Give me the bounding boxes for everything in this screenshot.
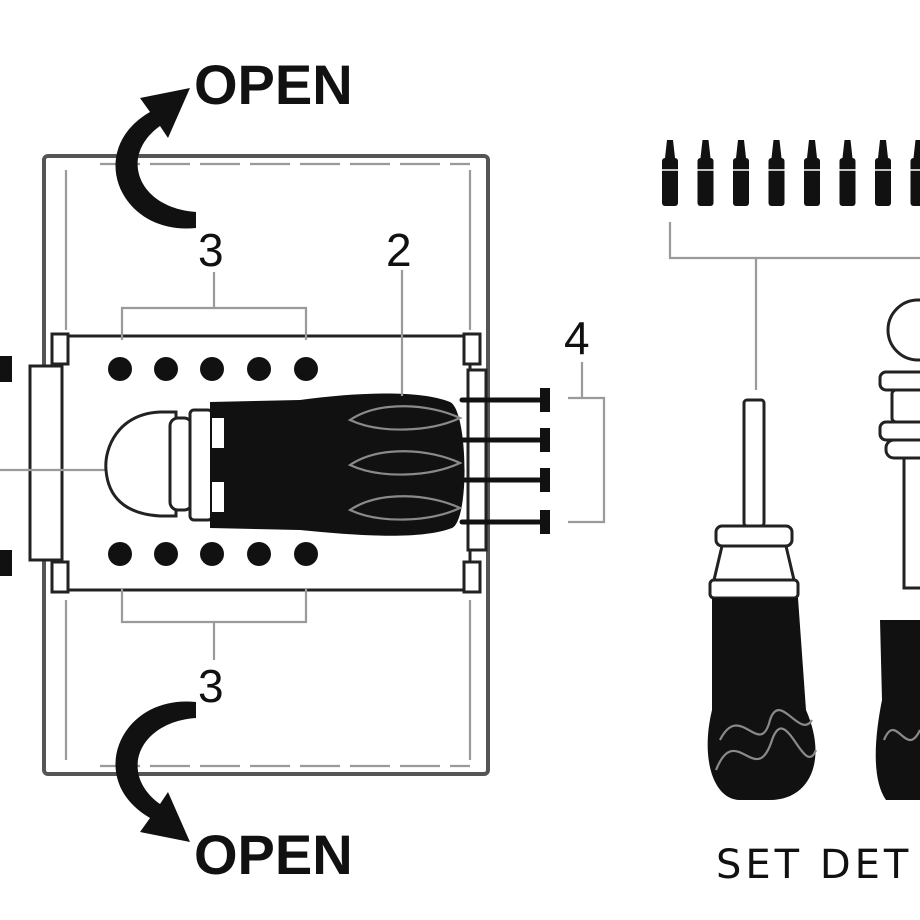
bit-hole xyxy=(294,357,318,381)
callout-label-4: 4 xyxy=(564,312,590,364)
bit-row-bracket xyxy=(668,222,920,390)
curved-arrow-up-icon xyxy=(115,88,196,229)
screwdriver-bit-icon xyxy=(804,140,820,206)
screwdriver-icon xyxy=(707,398,818,800)
screwdriver-bit-icon xyxy=(875,140,891,206)
bit-hole xyxy=(200,542,224,566)
curved-arrow-down-icon xyxy=(115,701,196,842)
screwdriver-bit-icon xyxy=(768,140,785,206)
screwdriver-bit-icon xyxy=(662,140,678,206)
callout-bracket-4 xyxy=(568,362,606,524)
screwdriver-handle-in-case xyxy=(104,393,465,536)
open-label-bottom: OPEN xyxy=(194,823,353,886)
bit-hole xyxy=(108,542,132,566)
screwdriver-bit-icon xyxy=(733,140,749,206)
screwdriver-bit-icon xyxy=(839,140,856,206)
bit-hole xyxy=(200,357,224,381)
bit-hole xyxy=(294,542,318,566)
screwdriver-bit-icon xyxy=(697,140,714,206)
callout-label-3-bottom: 3 xyxy=(198,660,224,712)
screwdriver-bit-icon xyxy=(910,140,920,206)
bit-hole xyxy=(247,357,271,381)
bit-hole xyxy=(108,357,132,381)
bit-holes-bottom-row xyxy=(108,542,318,566)
callout-bracket-3-top xyxy=(120,272,308,340)
set-caption: SET DET xyxy=(716,842,912,888)
pin-stack xyxy=(459,388,550,534)
bit-hole xyxy=(154,357,178,381)
open-label-top: OPEN xyxy=(194,53,353,116)
screwdriver-icon-partial xyxy=(875,298,920,800)
bit-row xyxy=(662,140,920,206)
callout-bracket-3-bottom xyxy=(120,588,308,660)
bit-holes-top-row xyxy=(108,357,318,381)
callout-label-3-top: 3 xyxy=(198,224,224,276)
bit-hole xyxy=(247,542,271,566)
bit-hole xyxy=(154,542,178,566)
callout-label-2: 2 xyxy=(386,224,412,276)
